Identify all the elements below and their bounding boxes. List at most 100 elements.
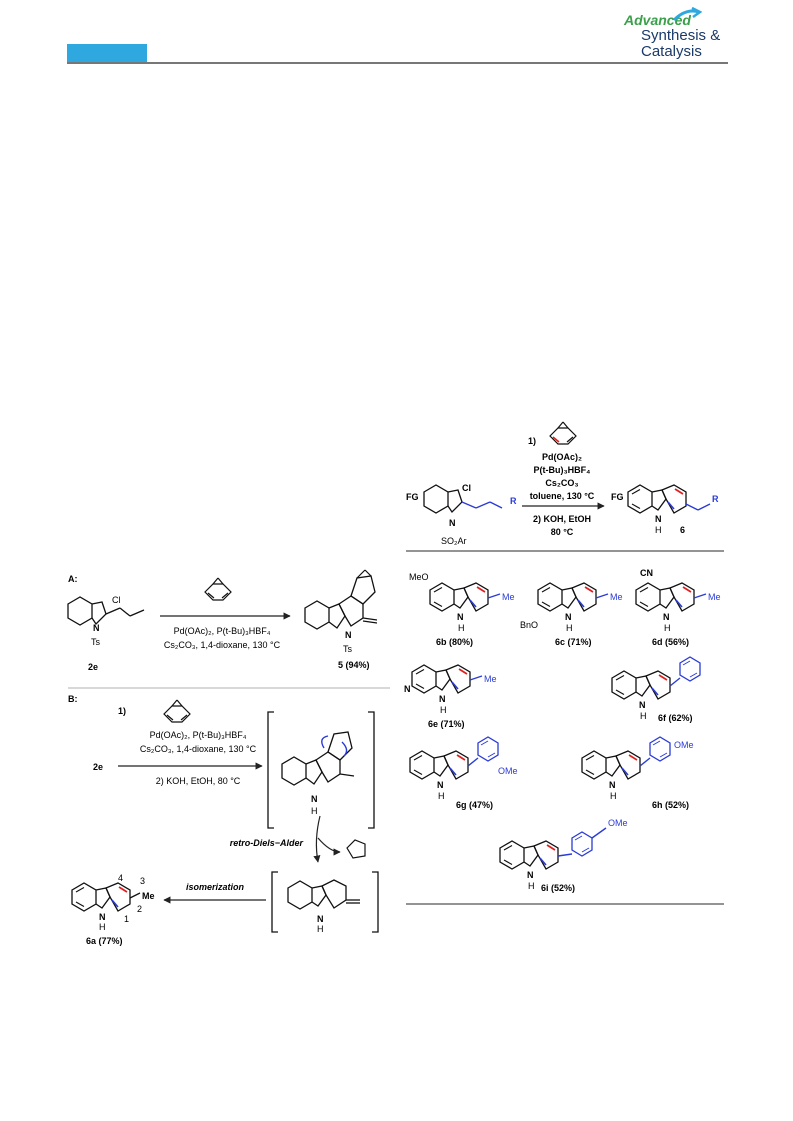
gen-prod-fg: FG [611, 492, 624, 502]
compound-6a-id: 6a (77%) [86, 936, 123, 946]
product-6e-id: 6e (71%) [428, 719, 465, 729]
svg-text:Me: Me [610, 592, 623, 602]
norbornene-red-icon [549, 421, 577, 445]
gen-c5: 2) KOH, EtOH [533, 514, 591, 524]
6a-me: Me [142, 891, 155, 901]
compound-5-id: 5 (94%) [338, 660, 370, 670]
logo-arrow-icon [672, 6, 702, 22]
journal-logo-synthesis: Synthesis & [641, 27, 721, 44]
gen-c2: P(t-Bu)₃HBF₄ [534, 465, 591, 475]
svg-text:N: N [439, 694, 446, 704]
svg-text:H: H [566, 623, 573, 633]
isomerization-label: isomerization [186, 882, 245, 892]
norbornadiene-b-icon [163, 699, 191, 723]
compound-2e-b-id: 2e [93, 762, 103, 772]
general-substrate-structure [423, 484, 503, 514]
gen-cl: Cl [462, 483, 471, 493]
gen-c1: Pd(OAc)₂ [542, 452, 582, 462]
product-6h-id: 6h (52%) [652, 800, 689, 810]
svg-text:N: N [437, 780, 444, 790]
product-6g: OMe N H 6g (47%) [409, 736, 518, 810]
cond-b-1: Pd(OAc)₂, P(t-Bu)₃HBF₄ [150, 730, 247, 740]
exomethylene-structure [287, 879, 360, 910]
svg-text:N: N [639, 700, 646, 710]
exo-h-label: H [317, 924, 324, 934]
product-6d-id: 6d (56%) [652, 637, 689, 647]
journal-logo-catalysis: Catalysis [641, 43, 702, 60]
indole-2e-structure [67, 596, 145, 626]
svg-text:MeO: MeO [409, 572, 429, 582]
pos-1: 1 [124, 914, 129, 924]
gen-r: R [510, 496, 517, 506]
pos-3: 3 [140, 876, 145, 886]
retro-diels-alder-label: retro-Diels−Alder [230, 838, 304, 848]
gen-prod-id: 6 [680, 525, 685, 535]
svg-text:H: H [664, 623, 671, 633]
svg-text:Me: Me [502, 592, 515, 602]
exo-n-label: N [317, 914, 324, 924]
scheme-b-label: B: [68, 694, 78, 704]
product5-n-label: N [345, 630, 352, 640]
gen-so2ar: SO₂Ar [441, 536, 467, 546]
svg-text:OMe: OMe [608, 818, 628, 828]
cond-a-1: Pd(OAc)₂, P(t-Bu)₃HBF₄ [174, 626, 271, 636]
svg-text:H: H [528, 881, 535, 891]
svg-text:N: N [663, 612, 670, 622]
product-6h: OMe N H 6h (52%) [581, 736, 694, 810]
svg-text:N: N [527, 870, 534, 880]
svg-text:CN: CN [640, 568, 653, 578]
svg-text:Me: Me [484, 674, 497, 684]
product-6f: N H 6f (62%) [611, 656, 701, 723]
scheme-b-step1: 1) [118, 706, 126, 716]
product-6g-id: 6g (47%) [456, 800, 493, 810]
cond-b-2: Cs₂CO₃, 1,4-dioxane, 130 °C [140, 744, 257, 754]
header-rule [67, 62, 728, 64]
cond-b-3: 2) KOH, EtOH, 80 °C [156, 776, 241, 786]
product-6d: CN Me N H 6d (56%) [635, 568, 721, 647]
svg-text:H: H [440, 705, 447, 715]
product-5-structure [304, 569, 378, 630]
svg-text:H: H [438, 791, 445, 801]
intermediate-n-label: N [311, 794, 318, 804]
gen-prod-h: H [655, 525, 662, 535]
gen-step1: 1) [528, 436, 536, 446]
svg-text:OMe: OMe [498, 766, 518, 776]
indole-n-label: N [93, 623, 100, 633]
chloro-label: Cl [112, 595, 121, 605]
product-6c-id: 6c (71%) [555, 637, 592, 647]
svg-text:N: N [404, 684, 411, 694]
gen-c4: toluene, 130 °C [530, 491, 595, 501]
svg-text:N: N [565, 612, 572, 622]
svg-text:N: N [457, 612, 464, 622]
svg-text:H: H [458, 623, 465, 633]
gen-prod-r: R [712, 494, 719, 504]
svg-text:N: N [609, 780, 616, 790]
svg-text:BnO: BnO [520, 620, 538, 630]
svg-text:OMe: OMe [674, 740, 694, 750]
gen-prod-n: N [655, 514, 662, 524]
svg-text:H: H [640, 711, 647, 721]
carbazole-6a [71, 882, 131, 912]
product-6c: BnO Me N H 6c (71%) [520, 582, 623, 647]
product-6i-id: 6i (52%) [541, 883, 575, 893]
cyclopentadiene-icon [346, 839, 366, 859]
compound-2e-id: 2e [88, 662, 98, 672]
norbornadiene-icon [204, 577, 232, 601]
product-6b-id: 6b (80%) [436, 637, 473, 647]
product5-ts-label: Ts [343, 644, 353, 654]
product-6e: N Me N H 6e (71%) [404, 664, 497, 729]
product-6f-id: 6f (62%) [658, 713, 693, 723]
svg-text:H: H [610, 791, 617, 801]
journal-logo-advanced: Advanced [624, 12, 691, 28]
svg-text:Me: Me [708, 592, 721, 602]
pos-2: 2 [137, 904, 142, 914]
gen-fg: FG [406, 492, 419, 502]
scheme-a-label: A: [68, 574, 78, 584]
6a-h: H [99, 922, 106, 932]
6a-n: N [99, 912, 106, 922]
intermediate-structure [281, 731, 355, 786]
intermediate-h-label: H [311, 806, 318, 816]
header-accent-bar [67, 44, 147, 62]
cond-a-2: Cs₂CO₃, 1,4-dioxane, 130 °C [164, 640, 281, 650]
